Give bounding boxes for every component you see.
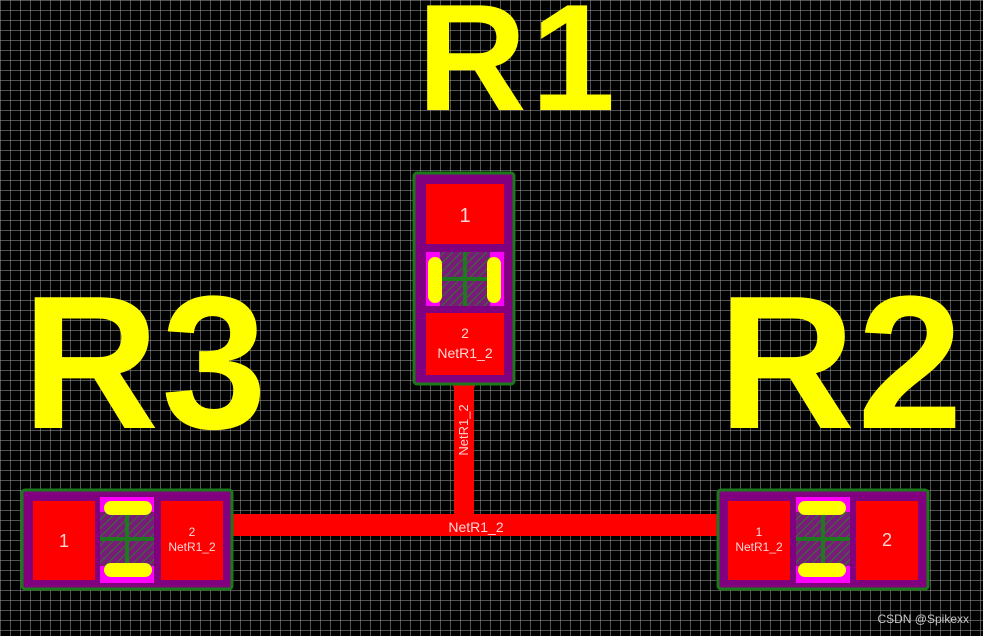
r3-body-bar-top: [104, 501, 152, 515]
r2-body-bar-top: [798, 501, 846, 515]
r3-pad-1[interactable]: [33, 501, 95, 580]
r3-body-bar-bottom: [104, 563, 152, 577]
r1-pad-2-label: 2: [461, 325, 469, 341]
trace-vertical[interactable]: [454, 380, 474, 530]
r3-designator[interactable]: R3: [22, 257, 269, 469]
trace-horizontal[interactable]: [225, 514, 735, 536]
r1-pad-1[interactable]: [426, 184, 504, 244]
r3-pad-1-label: 1: [59, 531, 69, 551]
r1-pad-1-label: 1: [459, 205, 470, 227]
r3-pad-2-label: 2: [189, 525, 196, 539]
watermark: CSDN @Spikexx: [877, 612, 969, 626]
r1-pad-2-net: NetR1_2: [437, 345, 492, 361]
r2-designator[interactable]: R2: [718, 257, 965, 469]
trace-horizontal-net-label: NetR1_2: [448, 519, 503, 535]
r2-pad-1-net: NetR1_2: [735, 540, 783, 554]
r2-footprint[interactable]: 1 NetR1_2 2: [716, 488, 930, 591]
r1-footprint[interactable]: 1 2 NetR1_2: [412, 171, 516, 386]
r3-footprint[interactable]: 1 2 NetR1_2: [20, 488, 234, 591]
r2-body-bar-bottom: [798, 563, 846, 577]
r3-pad-2-net: NetR1_2: [168, 540, 216, 554]
r2-pad-1[interactable]: [728, 501, 790, 580]
r2-pad-1-label: 1: [756, 525, 763, 539]
r1-pad-2[interactable]: [426, 313, 504, 375]
r2-pad-2-label: 2: [882, 530, 892, 550]
trace-vertical-net-label: NetR1_2: [456, 404, 471, 455]
r2-pad-2[interactable]: [856, 501, 918, 580]
r1-body-bar-left: [428, 257, 442, 303]
r1-designator[interactable]: R1: [417, 0, 619, 143]
r1-body-bar-right: [487, 257, 501, 303]
r3-pad-2[interactable]: [161, 501, 223, 580]
